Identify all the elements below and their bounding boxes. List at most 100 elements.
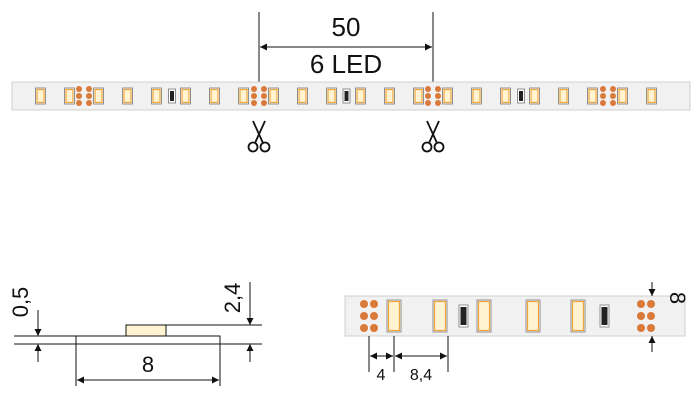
- top-dimension: 50 6 LED: [258, 12, 434, 82]
- resistor: [342, 88, 351, 104]
- led-chip: [646, 87, 657, 105]
- led-chip: [476, 299, 492, 333]
- copper-pad: [251, 100, 257, 106]
- led-chip: [525, 299, 541, 333]
- strip-width-label: 8: [665, 292, 690, 304]
- strip-base-section: [75, 335, 221, 345]
- led-chip: [122, 87, 133, 105]
- led-chip: [500, 87, 511, 105]
- led-lens: [588, 88, 597, 104]
- led-lens: [269, 88, 278, 104]
- width-label: 8: [142, 352, 154, 377]
- copper-pad: [425, 86, 431, 92]
- scissors-icon: [421, 120, 445, 153]
- resistor: [599, 304, 610, 328]
- copper-pad: [610, 93, 616, 99]
- total-height-label: 2,4: [220, 283, 245, 314]
- copper-pad: [360, 312, 368, 320]
- copper-pads: [600, 86, 616, 106]
- copper-pad: [360, 324, 368, 332]
- led-chip: [471, 87, 482, 105]
- led-chip: [386, 299, 402, 333]
- copper-pad: [261, 86, 267, 92]
- led-lens: [181, 88, 190, 104]
- copper-pad: [370, 324, 378, 332]
- led-chip: [413, 87, 424, 105]
- copper-pad: [86, 93, 92, 99]
- copper-pad: [600, 86, 606, 92]
- copper-pad: [637, 324, 645, 332]
- copper-pad: [610, 86, 616, 92]
- led-lens: [385, 88, 394, 104]
- copper-pad: [435, 86, 441, 92]
- copper-pads: [76, 86, 92, 106]
- led-chip: [35, 87, 46, 105]
- led-chip: [355, 87, 366, 105]
- copper-pad: [600, 100, 606, 106]
- led-lens: [501, 88, 510, 104]
- top-strip: [11, 81, 691, 111]
- led-lens: [526, 300, 540, 332]
- led-chip: [180, 87, 191, 105]
- led-lens: [443, 88, 452, 104]
- led-chip: [268, 87, 279, 105]
- resistor-body: [344, 91, 349, 101]
- led-lens: [530, 88, 539, 104]
- led-chip: [617, 87, 628, 105]
- led-lens: [472, 88, 481, 104]
- copper-pad: [425, 100, 431, 106]
- led-chip: [209, 87, 220, 105]
- led-lens: [356, 88, 365, 104]
- led-lens: [387, 300, 401, 332]
- detail-components: [360, 299, 655, 333]
- led-lens: [36, 88, 45, 104]
- copper-pad: [647, 300, 655, 308]
- copper-pads: [425, 86, 441, 106]
- copper-pad: [76, 86, 82, 92]
- led-lens: [414, 88, 423, 104]
- strip-detail: 4 8,4 8: [344, 282, 690, 384]
- led-lens: [123, 88, 132, 104]
- cross-section: 0,5 2,4 8: [8, 282, 262, 386]
- led-chip: [529, 87, 540, 105]
- strip-detail-body: [344, 295, 686, 337]
- led-lens: [618, 88, 627, 104]
- led-chip: [558, 87, 569, 105]
- led-chip: [570, 299, 586, 333]
- led-lens: [152, 88, 161, 104]
- copper-pad: [86, 100, 92, 106]
- copper-pad: [610, 100, 616, 106]
- copper-pad: [637, 312, 645, 320]
- copper-pad: [435, 100, 441, 106]
- led-lens: [94, 88, 103, 104]
- led-lens: [477, 300, 491, 332]
- copper-pad: [647, 312, 655, 320]
- led-chip: [297, 87, 308, 105]
- led-chip: [587, 87, 598, 105]
- strip-components: [35, 86, 657, 106]
- copper-pads: [360, 300, 378, 332]
- led-chip: [93, 87, 104, 105]
- resistor-body: [601, 307, 608, 325]
- copper-pad: [251, 86, 257, 92]
- copper-pads: [637, 300, 655, 332]
- led-count-label: 6 LED: [310, 49, 382, 79]
- led-lens: [327, 88, 336, 104]
- led-chip: [64, 87, 75, 105]
- led-pitch-label: 8,4: [410, 367, 432, 384]
- copper-pad: [425, 93, 431, 99]
- resistor: [168, 88, 176, 104]
- led-lens: [239, 88, 248, 104]
- copper-pad: [261, 100, 267, 106]
- resistor-body: [170, 91, 174, 101]
- led-chip: [442, 87, 453, 105]
- led-lens: [65, 88, 74, 104]
- led-lens: [647, 88, 656, 104]
- led-lens: [559, 88, 568, 104]
- copper-pad: [360, 300, 368, 308]
- led-chip: [238, 87, 249, 105]
- copper-pads: [251, 86, 267, 106]
- led-lens: [571, 300, 585, 332]
